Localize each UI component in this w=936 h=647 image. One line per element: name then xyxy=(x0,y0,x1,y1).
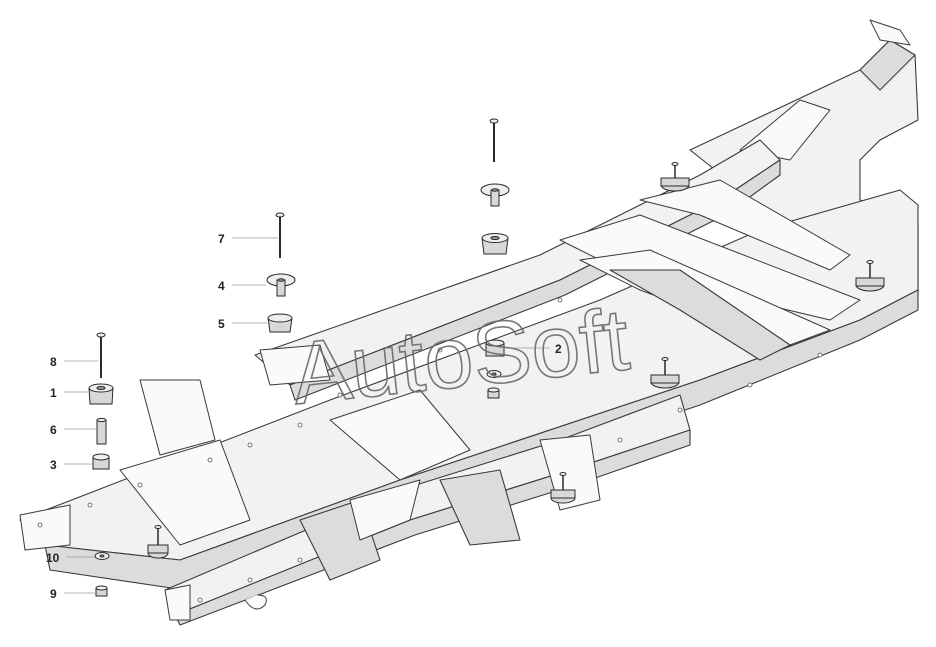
bolt-8-icon xyxy=(96,332,106,378)
callout-3: 3 xyxy=(50,458,57,472)
cushion-3-icon xyxy=(92,453,110,470)
callout-9: 9 xyxy=(50,587,57,601)
bolt-2-group-icon xyxy=(489,118,499,162)
washer-10-icon xyxy=(94,552,110,560)
callout-8: 8 xyxy=(50,355,57,369)
callout-6: 6 xyxy=(50,423,57,437)
mount-front-right xyxy=(550,472,576,504)
bolt-7-icon xyxy=(275,212,285,258)
installed-mounts xyxy=(147,162,885,559)
mount-rear-right xyxy=(855,260,885,292)
cushion-5-icon xyxy=(267,313,293,333)
washer-2-group-icon xyxy=(480,183,510,207)
sleeve-6-icon xyxy=(96,417,107,445)
exploded-parts-middle xyxy=(266,212,296,333)
cushion-upper-2-group-icon xyxy=(481,233,509,255)
callout-1: 1 xyxy=(50,386,57,400)
leader-lines xyxy=(64,237,550,594)
washer-4-icon xyxy=(266,273,296,297)
exploded-parts-rear xyxy=(480,118,510,399)
callout-10: 10 xyxy=(46,551,60,565)
mount-middle-right xyxy=(650,357,680,389)
mount-front-left xyxy=(147,525,169,559)
mount-rear-left xyxy=(660,162,690,192)
cushion-lower-2-group-icon xyxy=(485,339,505,357)
callout-5: 5 xyxy=(218,317,225,331)
chassis-frame xyxy=(19,19,919,626)
washer-lower-2-group-icon xyxy=(486,370,502,378)
nut-9-icon xyxy=(95,585,108,597)
callout-labels: 8 1 6 3 10 9 7 4 5 2 xyxy=(46,232,562,601)
nut-2-group-icon xyxy=(487,387,500,399)
callout-2: 2 xyxy=(555,342,562,356)
cushion-1-icon xyxy=(88,383,114,405)
callout-7: 7 xyxy=(218,232,225,246)
exploded-parts-front xyxy=(88,332,114,597)
callout-4: 4 xyxy=(218,279,225,293)
